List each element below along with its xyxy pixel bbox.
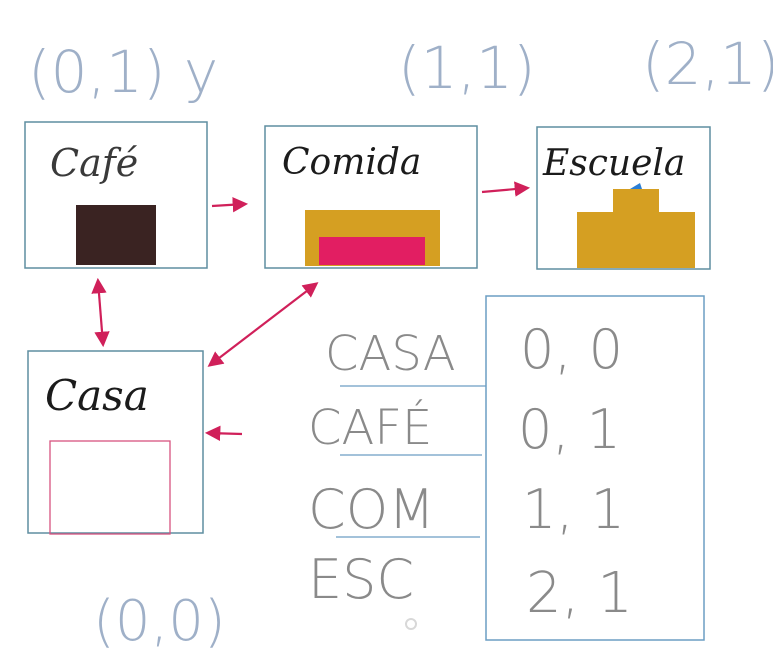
arrow-into-casa	[204, 425, 243, 442]
coord-label-casa-bottom: (0,0)	[93, 589, 226, 654]
table-row-coord: 2, 1	[526, 561, 633, 626]
escuela-box: Escuela	[536, 126, 711, 270]
coord-label-comida-top: (1,1)	[398, 34, 536, 102]
coordinate-table-frame	[485, 295, 705, 641]
comida-sign	[319, 237, 425, 265]
casa-box: Casa	[27, 350, 204, 535]
escuela-building	[577, 212, 695, 268]
cafe-box: Café	[24, 121, 208, 269]
escuela-tower	[613, 189, 659, 213]
table-row-coord: 0, 1	[518, 398, 621, 461]
coordinate-table: CASA 0, 0 CAFÉ 0, 1 COM 1, 1 ESC 2, 1	[308, 295, 705, 641]
escuela-label: Escuela	[542, 143, 685, 184]
coord-label-cafe-top: (0,1) y	[28, 38, 218, 106]
table-row-name: CASA	[325, 326, 456, 382]
arrow-comida-to-escuela	[481, 181, 531, 197]
arrow-casa-comida	[207, 282, 319, 367]
escuela-flag-icon	[630, 183, 642, 189]
coord-label-escuela-top: (2,1)	[642, 30, 773, 98]
table-row-coord: 0, 0	[520, 318, 623, 381]
table-row-name: COM	[308, 478, 435, 541]
cursor-marker-icon	[405, 618, 417, 630]
casa-building	[49, 440, 171, 535]
cafe-label: Café	[50, 141, 138, 185]
arrow-cafe-casa	[91, 277, 110, 348]
arrow-cafe-to-comida	[211, 197, 249, 213]
comida-box: Comida	[264, 125, 478, 269]
table-row-name: ESC	[308, 548, 414, 611]
table-row-name: CAFÉ	[308, 399, 432, 456]
comida-label: Comida	[282, 142, 421, 183]
table-row-coord: 1, 1	[522, 478, 625, 541]
casa-label: Casa	[45, 371, 149, 420]
cafe-building	[76, 205, 156, 265]
